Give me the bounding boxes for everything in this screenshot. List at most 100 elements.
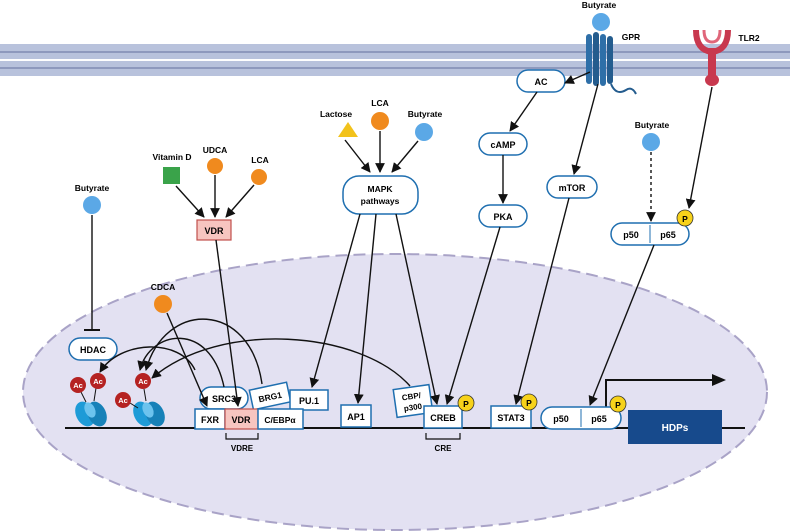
vdr-cyto-label: VDR (204, 226, 224, 236)
phospho-creb-icon (457, 394, 475, 412)
stat3-label: STAT3 (497, 413, 524, 423)
udca-icon (207, 158, 223, 174)
lca-vdr-icon (251, 169, 267, 185)
arrow-gpr-ac (564, 71, 591, 84)
phospho-stat3-label: P (526, 398, 532, 408)
vdr-nucleus-label: VDR (231, 415, 251, 425)
butyrate-gpr-icon (592, 13, 610, 31)
vdr-cyto-box (196, 219, 232, 241)
p50-cyto-label: p50 (623, 230, 639, 240)
gpr-label: GPR (622, 32, 640, 42)
acetyl-label-3: Ac (138, 377, 148, 386)
hdps-gene-box (628, 410, 722, 444)
acetyl-icon-1 (70, 377, 86, 393)
p65-nucleus-label: p65 (591, 414, 607, 424)
src3-label: SRC3 (212, 394, 236, 404)
lactose-icon (338, 122, 358, 137)
mapk-box (342, 175, 419, 215)
acetyl-icon-3 (135, 373, 151, 389)
phospho-p65-nucleus-icon (609, 395, 627, 413)
acetyl-icon-4 (115, 392, 131, 408)
arrow-tlr2-p65 (685, 86, 713, 209)
phospho-p65-cyto-label: P (682, 214, 688, 224)
tlr2-receptor-icon (693, 29, 731, 86)
mtor-label: mTOR (559, 183, 586, 193)
ap1-box (340, 404, 372, 428)
arrow-vitd-vdr (175, 185, 205, 218)
hdac-label: HDAC (80, 345, 106, 355)
arrow-lactose-mapk (344, 139, 371, 173)
p65-cyto-label: p65 (660, 230, 676, 240)
arrow-mtor-stat3 (513, 197, 570, 405)
arrow-mapk-ap1 (353, 213, 377, 404)
vdre-bracket (225, 433, 259, 440)
stat3-box (490, 405, 532, 429)
arrow-mapk-creb (395, 213, 440, 405)
lca-vdr-label: LCA (251, 155, 268, 165)
fxr-label: FXR (201, 415, 220, 425)
cbp-p300-label-line2: p300 (403, 402, 423, 414)
arc-cbp-acetyl-left (99, 346, 196, 373)
arrow-gpr-mtor (571, 83, 599, 175)
creb-label: CREB (430, 413, 456, 423)
cre-label: CRE (435, 444, 453, 453)
mtor-box (546, 175, 598, 199)
arrow-butyrate-mapk (391, 140, 419, 173)
pu1-label: PU.1 (299, 396, 319, 406)
creb-box (423, 405, 463, 429)
lactose-label: Lactose (320, 109, 352, 119)
butyrate-hdac-label: Butyrate (75, 183, 110, 193)
acetyl-label-1: Ac (73, 381, 83, 390)
cdca-icon (154, 295, 172, 313)
arc-cbp-acetyl (151, 338, 411, 387)
histone-right-icon (133, 401, 165, 427)
cdca-label: CDCA (151, 282, 176, 292)
camp-label: cAMP (490, 140, 515, 150)
arrow-pka-creb (444, 226, 501, 405)
butyrate-nfkb-icon (642, 133, 660, 151)
cebpa-box (257, 408, 304, 430)
hdac-box (68, 337, 118, 361)
lca-mapk-icon (371, 112, 389, 130)
vitamin-d-icon (163, 167, 180, 184)
pka-label: PKA (493, 212, 513, 222)
udca-label: UDCA (203, 145, 228, 155)
arrow-lca-vdr (225, 184, 255, 218)
arrow-mapk-pu1 (309, 213, 361, 388)
butyrate-gpr-label: Butyrate (582, 0, 617, 10)
cbp-p300-label-line1: CBP/ (401, 391, 422, 403)
phospho-p65-cyto-icon (676, 209, 694, 227)
arrow-ac-camp (509, 91, 538, 132)
phospho-p65-nucleus-label: P (615, 400, 621, 410)
pathway-arrows (84, 71, 713, 407)
hdps-label: HDPs (662, 423, 689, 434)
cebpa-label: C/EBPα (264, 415, 296, 425)
pka-box (478, 204, 528, 228)
cell-membrane (0, 44, 790, 76)
acetyl-label-2: Ac (93, 377, 103, 386)
vdre-label: VDRE (231, 444, 254, 453)
acetyl-label-4: Ac (118, 396, 128, 405)
arrow-vdr-translocation (215, 239, 242, 407)
brg1-label: BRG1 (258, 390, 283, 405)
p50-nucleus-label: p50 (553, 414, 569, 424)
gpr-receptor-icon (586, 32, 637, 95)
transcription-start-arrow (605, 379, 722, 418)
butyrate-mapk-icon (415, 123, 433, 141)
butyrate-mapk-label: Butyrate (408, 109, 443, 119)
histone-left-icon (75, 401, 107, 427)
arrow-nfkb-translocation (588, 244, 655, 406)
lca-mapk-label: LCA (371, 98, 388, 108)
pu1-box (289, 389, 329, 411)
mapk-label-line2: pathways (361, 196, 400, 206)
acetyl-icon-2 (90, 373, 106, 389)
brg1-box (248, 381, 292, 411)
butyrate-nfkb-label: Butyrate (635, 120, 670, 130)
ap1-label: AP1 (347, 412, 365, 422)
ac-label: AC (535, 77, 548, 87)
vitamin-d-label: Vitamin D (152, 152, 191, 162)
butyrate-hdac-icon (83, 196, 101, 214)
arc-src3-acetyl (137, 337, 225, 388)
phospho-creb-label: P (463, 399, 469, 409)
